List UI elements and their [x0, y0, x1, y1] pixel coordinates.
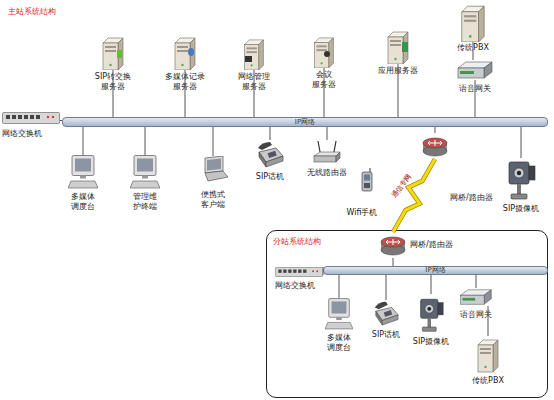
server-emblem — [245, 56, 252, 62]
switch-icon — [3, 113, 60, 124]
laptop-node: 便携式 客户端 — [198, 156, 228, 184]
server-node: 网络管理 服务器 — [242, 38, 266, 70]
device-label: 网络交换机 — [2, 129, 60, 139]
router-icon — [423, 138, 447, 156]
phone-node: SIP话机 — [256, 140, 284, 168]
terminal-node: 管理维 护终端 — [130, 155, 160, 189]
mobile-node: Wifi手机 — [360, 168, 374, 192]
server-emblem — [324, 51, 330, 57]
gateway-node: 语音网关 — [458, 288, 494, 306]
mobile-phone-icon — [362, 168, 372, 191]
network-link — [213, 127, 214, 156]
network-link — [145, 127, 146, 155]
device-label: 会议 服务器 — [306, 70, 342, 90]
substation-box: 分站系统结构网桥/路由器网络交换机IP网络多媒体 调度台SIP话机SIP摄像机语… — [266, 230, 548, 398]
pbx-node: 传统PBX — [476, 336, 500, 374]
device-label: 语音网关 — [454, 310, 498, 320]
device-label: 便携式 客户端 — [192, 190, 234, 210]
gateway-node: 语音网关 — [456, 60, 494, 80]
network-link — [435, 127, 436, 133]
device-label: 网桥/路由器 — [410, 240, 466, 250]
device-label: SIP话机 — [365, 330, 407, 340]
device-label: 语音网关 — [453, 84, 497, 94]
router-node: 网桥/路由器 — [380, 232, 406, 258]
switch-node: 网络交换机 — [2, 112, 60, 124]
network-link — [431, 275, 432, 294]
server-icon — [245, 40, 264, 70]
camera-icon — [509, 162, 535, 199]
network-link — [327, 127, 328, 140]
gateway-icon — [458, 62, 492, 78]
network-link — [339, 275, 340, 298]
device-label: 网络交换机 — [275, 281, 323, 291]
server-node: 应用服务器 — [386, 30, 410, 64]
device-label: SIP摄像机 — [498, 204, 544, 214]
device-label: SIP转交换 服务器 — [87, 72, 139, 92]
device-label: SIP话机 — [249, 172, 291, 182]
network-link — [393, 258, 394, 266]
wireless-router-node: 无线路由器 — [312, 140, 342, 164]
pbx-icon — [478, 340, 498, 372]
network-band: IP网络 — [62, 117, 548, 127]
network-link — [386, 275, 387, 300]
device-label: SIP摄像机 — [408, 337, 454, 347]
camera-node: SIP摄像机 — [506, 158, 536, 200]
server-node: 多媒体记录 服务器 — [173, 36, 197, 70]
gateway-icon — [461, 290, 492, 304]
device-label: 传统PBX — [451, 43, 495, 53]
device-label: 应用服务器 — [376, 66, 420, 76]
band-label: IP网络 — [324, 267, 547, 274]
network-link — [521, 127, 522, 158]
server-icon — [103, 38, 123, 70]
laptop-icon — [205, 156, 228, 181]
server-emblem — [117, 50, 122, 58]
ip-phone-icon — [258, 142, 283, 167]
camera-icon — [421, 299, 444, 331]
network-band: IP网络 — [323, 266, 548, 275]
group-heading: 分站系统结构 — [273, 237, 363, 247]
desktop-icon — [130, 156, 160, 189]
network-link — [83, 127, 84, 155]
desktop-icon — [68, 156, 98, 189]
link-label: 通信专网 — [385, 166, 419, 206]
device-label: 多媒体 调度台 — [62, 192, 104, 212]
camera-node: SIP摄像机 — [418, 294, 444, 334]
switch-icon — [275, 267, 322, 276]
router-icon — [381, 237, 405, 255]
ip-phone-icon — [375, 302, 398, 325]
device-label: 无线路由器 — [303, 168, 351, 178]
server-node: 会议 服务器 — [312, 36, 336, 68]
network-link — [476, 275, 477, 288]
band-label: IP网络 — [63, 118, 547, 126]
device-label: 传统PBX — [466, 376, 510, 386]
device-label: 多媒体记录 服务器 — [159, 72, 211, 92]
wireless-router-icon — [314, 141, 340, 162]
network-link — [270, 127, 271, 140]
server-icon — [388, 32, 408, 64]
device-label: 多媒体 调度台 — [318, 333, 360, 353]
desktop-icon — [325, 299, 353, 329]
phone-node: SIP话机 — [372, 300, 400, 326]
device-label: 网络管理 服务器 — [230, 72, 278, 92]
server-icon — [315, 38, 334, 68]
server-icon — [175, 38, 195, 70]
switch-node: 网络交换机 — [275, 267, 323, 277]
device-label: 管理维 护终端 — [124, 192, 166, 212]
router-node: 网桥/路由器 — [422, 133, 448, 159]
terminal-node: 多媒体 调度台 — [325, 298, 353, 330]
server-emblem — [402, 42, 408, 52]
terminal-node: 多媒体 调度台 — [68, 155, 98, 189]
server-emblem — [188, 48, 194, 56]
pbx-node: 传统PBX — [459, 4, 487, 42]
device-label: 网桥/路由器 — [450, 193, 506, 203]
diagram-title: 主站系统结构 — [8, 7, 56, 17]
pbx-icon — [462, 6, 484, 42]
server-node: SIP转交换 服务器 — [101, 36, 125, 70]
device-label: Wifi手机 — [338, 208, 386, 218]
